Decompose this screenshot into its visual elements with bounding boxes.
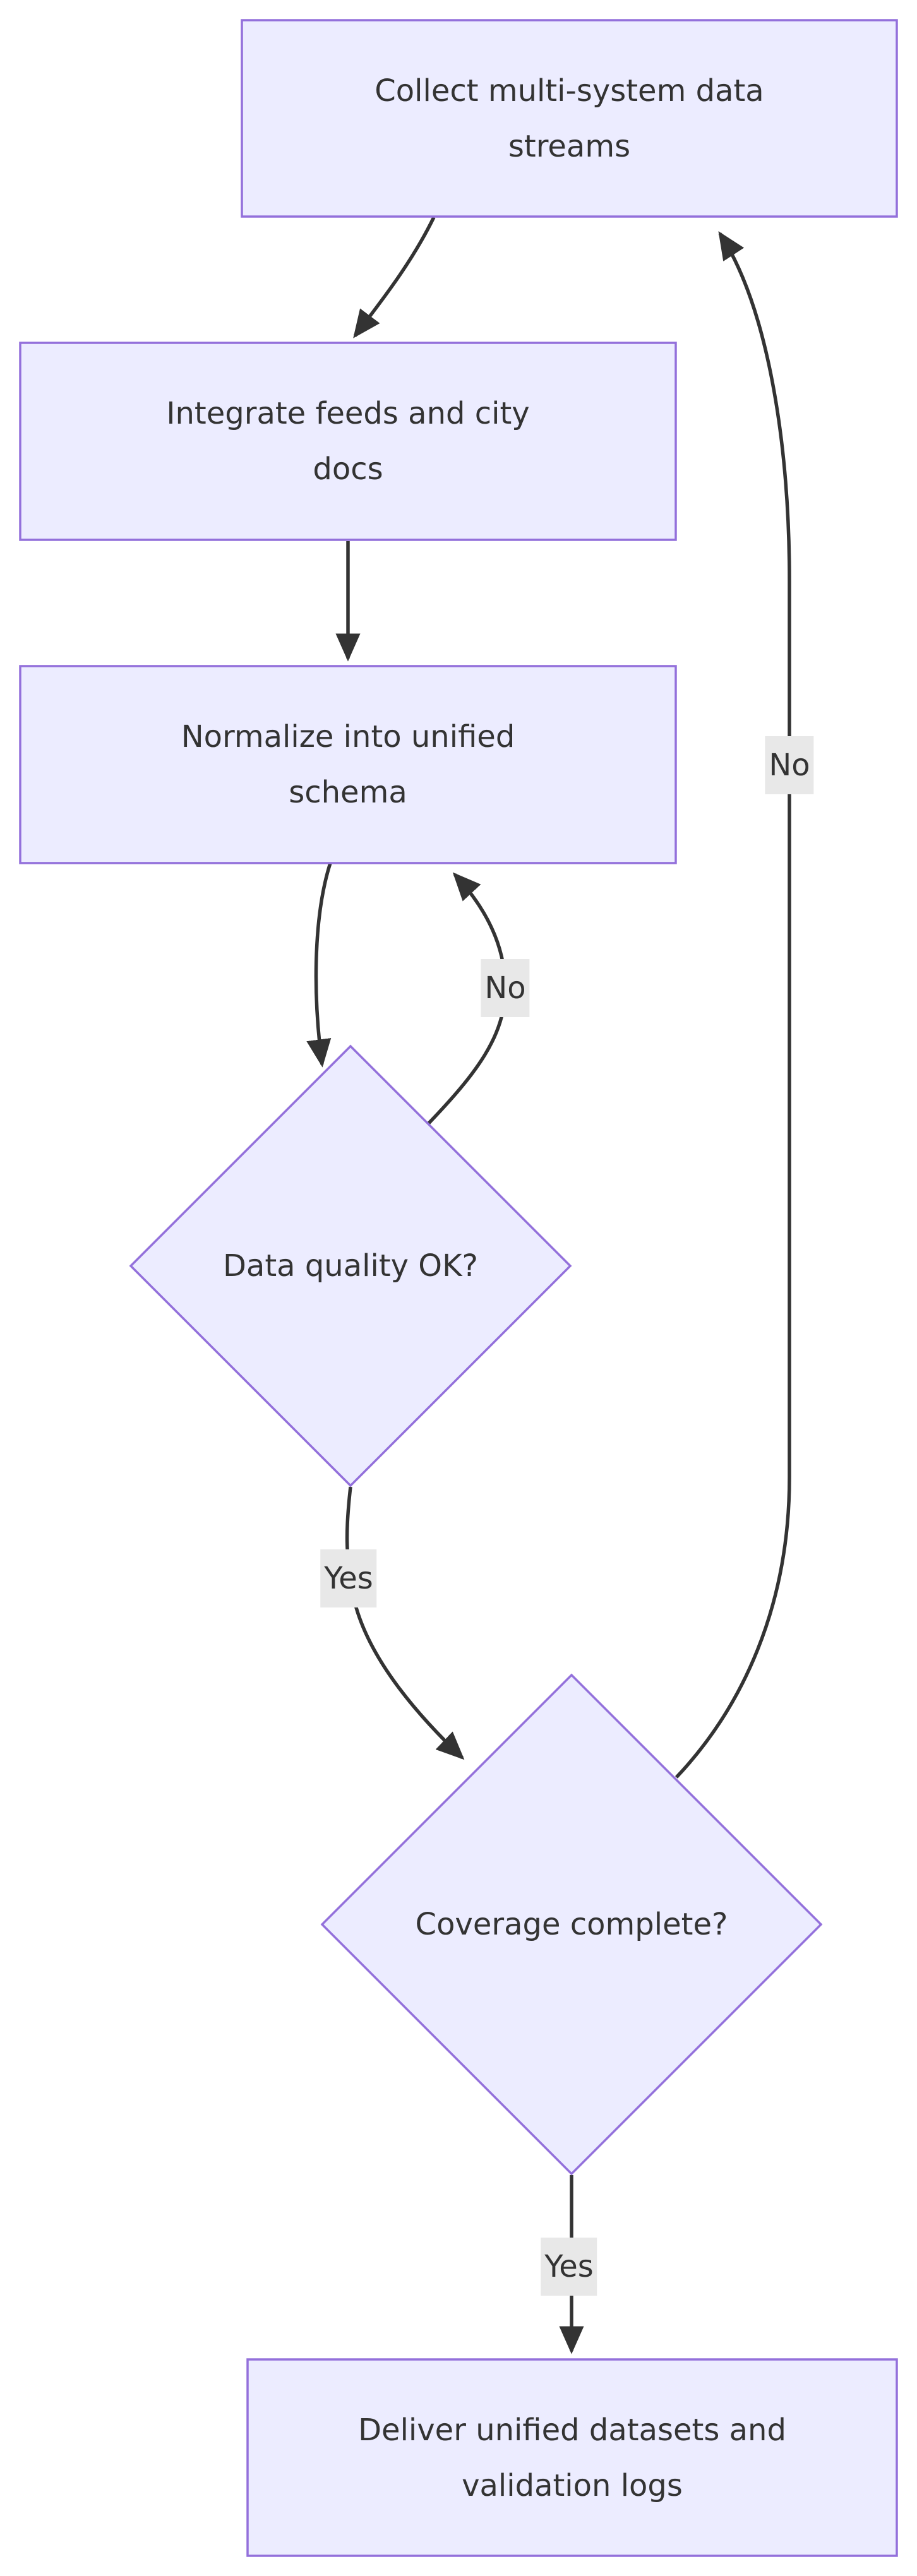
- edge-label-coverage-no: No: [765, 736, 814, 794]
- node-integrate-label: Integrate feeds and city docs: [166, 396, 530, 487]
- edge-coverage-to-collect-no: [675, 231, 791, 1779]
- node-collect-label: Collect multi-system data streams: [375, 73, 764, 164]
- node-quality-shape: [129, 1044, 572, 1488]
- edge-collect-to-integrate: [353, 216, 436, 338]
- node-quality-label: Data quality OK?: [222, 1248, 479, 1284]
- node-normalize-shape: [19, 665, 677, 864]
- node-coverage-shape: [320, 1673, 823, 2176]
- edge-label-coverage-yes: Yes: [541, 2238, 597, 2296]
- node-normalize-label: Normalize into unified schema: [181, 719, 515, 810]
- node-coverage-label: Coverage complete?: [415, 1907, 728, 1942]
- edge-label-quality-yes: Yes: [320, 1549, 377, 1607]
- node-deliver-label: Deliver unified datasets and validation …: [358, 2412, 786, 2503]
- node-deliver-shape: [246, 2358, 898, 2557]
- edge-label-quality-no: No: [481, 959, 530, 1017]
- edge-normalize-to-quality: [306, 862, 332, 1068]
- node-collect-shape: [241, 19, 898, 218]
- node-integrate-shape: [19, 342, 677, 541]
